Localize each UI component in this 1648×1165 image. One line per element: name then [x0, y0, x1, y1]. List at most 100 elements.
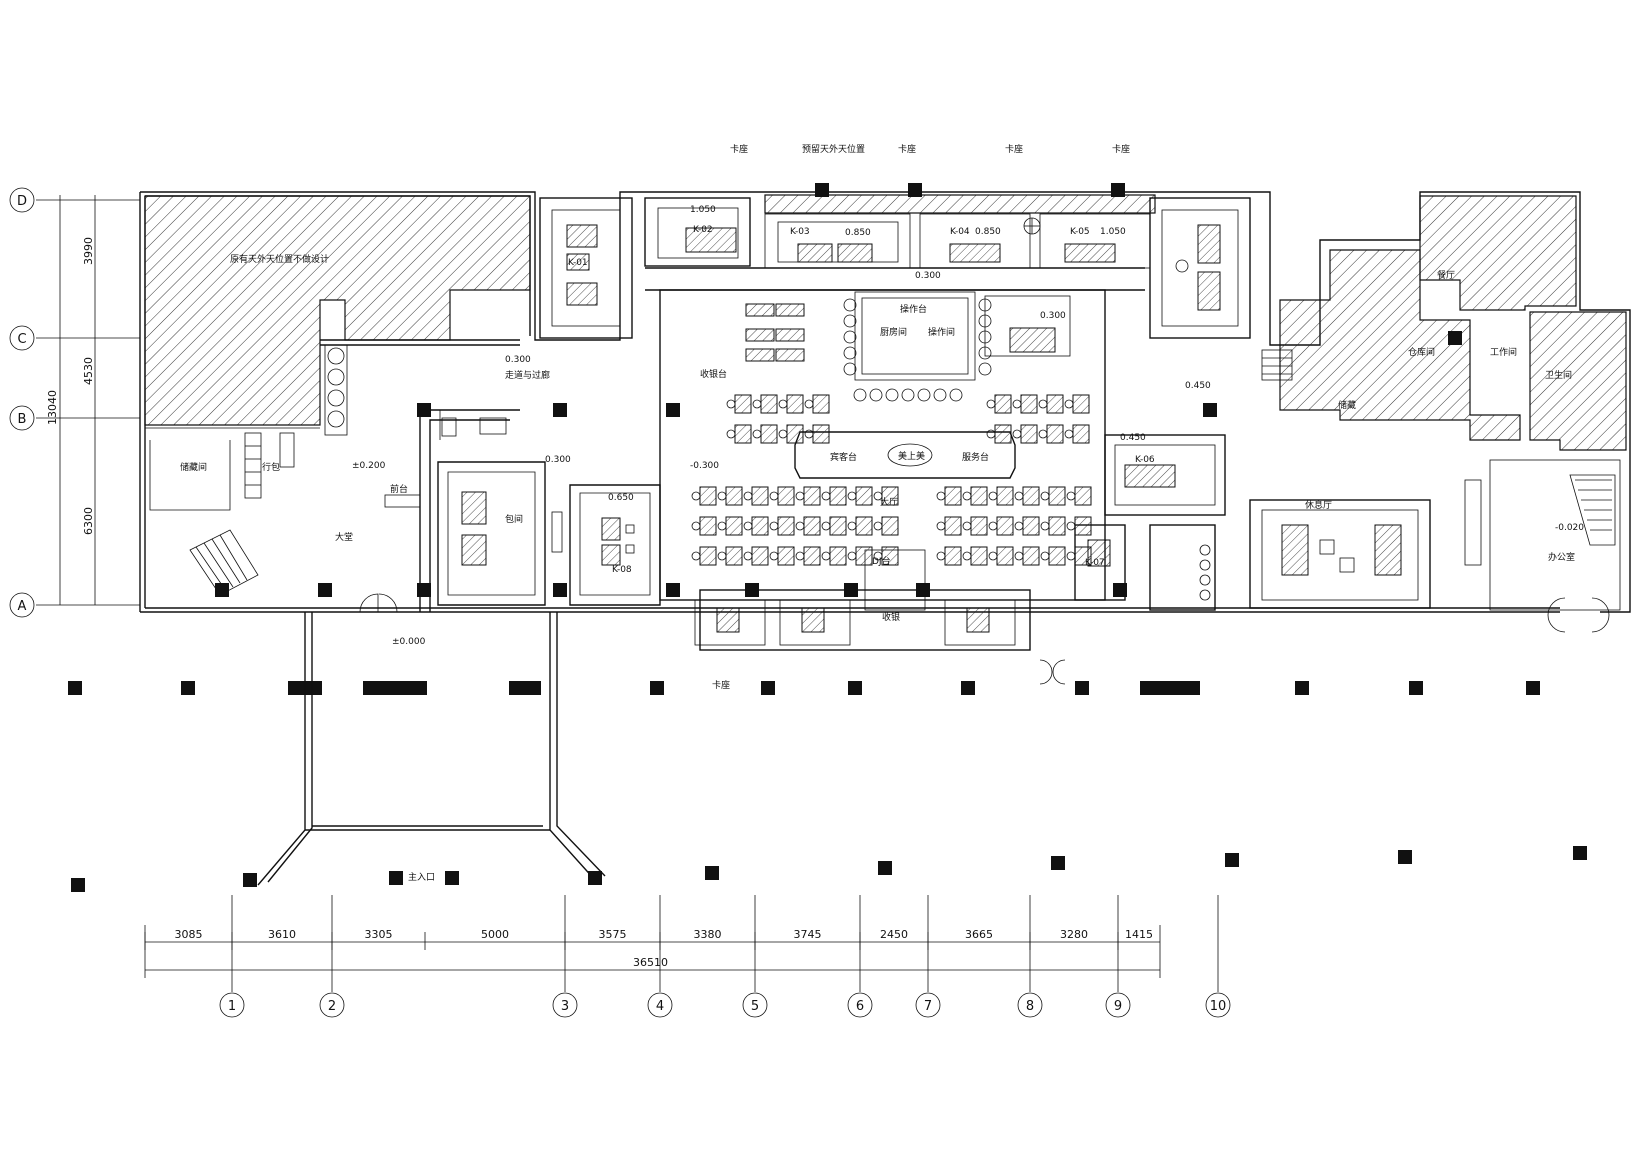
- chair: [1014, 551, 1024, 561]
- axis-bubble-1: [219, 992, 245, 1018]
- chair: [873, 491, 883, 501]
- table: [970, 486, 988, 506]
- column: [666, 403, 680, 417]
- axis-label-1: 1: [228, 999, 236, 1014]
- top-right-room: [1149, 197, 1251, 339]
- dim-bottom-seg: 3380: [694, 928, 722, 941]
- table: [734, 394, 752, 414]
- elev-lobby: -0.300: [690, 461, 719, 471]
- table: [760, 424, 778, 444]
- chair: [752, 429, 762, 439]
- column: [908, 183, 922, 197]
- stool: [917, 388, 931, 402]
- hatched-top-strip: [764, 194, 1156, 214]
- chair: [1040, 521, 1050, 531]
- dim-left-seg-1: 3990: [82, 237, 95, 265]
- chair: [726, 399, 736, 409]
- table: [855, 516, 873, 536]
- table: [996, 546, 1014, 566]
- chair: [821, 521, 831, 531]
- stool: [978, 362, 992, 376]
- hatched-right-corner: [1529, 311, 1627, 451]
- label-stage-center: 美上美: [898, 450, 925, 462]
- dim-bottom-seg: 5000: [481, 928, 509, 941]
- table: [1046, 394, 1064, 414]
- axis-label-7: 7: [924, 999, 932, 1014]
- dim-bottom-seg: 3575: [599, 928, 627, 941]
- table: [725, 546, 743, 566]
- labels: 卡座 预留天外天位置 卡座 卡座 卡座 原有天外天位置不做设计 储藏间 行包 大…: [180, 143, 1575, 883]
- chair: [778, 399, 788, 409]
- column: [553, 403, 567, 417]
- table: [760, 394, 778, 414]
- elev-right-area: 0.450: [1185, 381, 1211, 391]
- chair: [743, 551, 753, 561]
- column: [1111, 183, 1125, 197]
- central-hall: [659, 289, 1106, 651]
- axis-label-D: D: [17, 194, 27, 209]
- booth-table: [745, 328, 775, 342]
- booth-table: [745, 348, 775, 362]
- tag-k6: K-06: [1135, 455, 1155, 465]
- booth: [694, 599, 766, 646]
- label-top-5: 卡座: [1112, 143, 1130, 155]
- column: [68, 681, 82, 695]
- table: [1074, 486, 1092, 506]
- stool: [843, 314, 857, 328]
- stool: [978, 346, 992, 360]
- tag-n5: 0.650: [608, 493, 634, 503]
- column: [666, 583, 680, 597]
- table: [803, 516, 821, 536]
- chair: [847, 491, 857, 501]
- door-right-1: [1039, 659, 1053, 685]
- chair: [1038, 399, 1048, 409]
- chair: [1066, 521, 1076, 531]
- label-reception: 前台: [390, 483, 408, 495]
- dim-bottom-seg: 3745: [794, 928, 822, 941]
- table: [699, 546, 717, 566]
- chair: [1064, 429, 1074, 439]
- label-bar: 收银台: [700, 368, 727, 380]
- chair: [1012, 399, 1022, 409]
- column: [878, 861, 892, 875]
- dim-bottom-seg: 3305: [365, 928, 393, 941]
- booth-table: [745, 303, 775, 317]
- table: [1020, 424, 1038, 444]
- elev-hall: ±0.200: [352, 461, 386, 471]
- label-corridor: 走道与过廊: [505, 369, 550, 381]
- dining-tables: [691, 298, 1092, 646]
- column: [761, 681, 775, 695]
- hatched-right-mid: [1279, 249, 1521, 441]
- stool: [843, 362, 857, 376]
- label-right-store-1: 仓库间: [1408, 346, 1435, 358]
- label-right-storage: 储藏: [1338, 399, 1356, 411]
- chair: [1014, 491, 1024, 501]
- column: [815, 183, 829, 197]
- table: [699, 486, 717, 506]
- label-workbench: 操作台: [900, 303, 927, 315]
- axis-bubble-3: [552, 992, 578, 1018]
- table: [944, 486, 962, 506]
- dim-bottom-seg: 3665: [965, 928, 993, 941]
- stool: [853, 388, 867, 402]
- column: [961, 681, 975, 695]
- label-kitchen-b: 操作间: [928, 326, 955, 338]
- stool: [843, 298, 857, 312]
- chair: [769, 521, 779, 531]
- chair: [795, 491, 805, 501]
- chair: [1040, 551, 1050, 561]
- column: [844, 583, 858, 597]
- table: [777, 516, 795, 536]
- table: [1048, 516, 1066, 536]
- tag-k2: K-02: [693, 225, 713, 235]
- label-top-2: 预留天外天位置: [802, 143, 865, 155]
- chair: [691, 491, 701, 501]
- table: [751, 516, 769, 536]
- booth: [944, 599, 1016, 646]
- booth: [779, 599, 851, 646]
- table: [855, 546, 873, 566]
- label-right-wc: 卫生间: [1545, 369, 1572, 381]
- dim-left-seg-3: 6300: [82, 507, 95, 535]
- axis-label-C: C: [17, 332, 26, 347]
